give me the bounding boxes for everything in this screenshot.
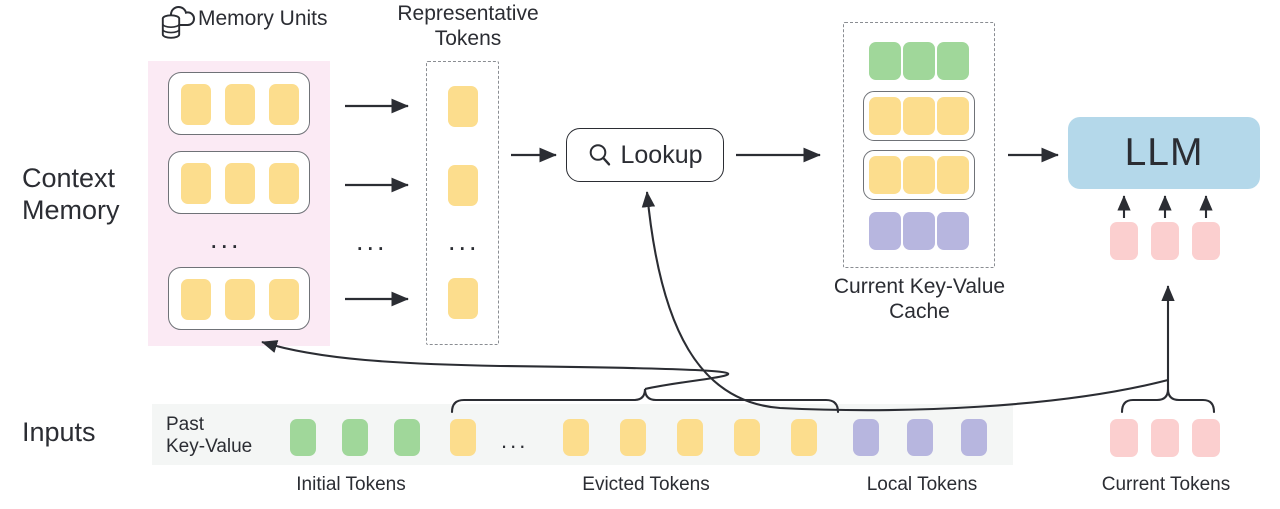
- lookup-label: Lookup: [620, 140, 703, 169]
- input-token-green: [342, 419, 368, 456]
- input-token-yellow: [791, 419, 817, 456]
- memory-token: [269, 84, 299, 125]
- input-token-purple: [961, 419, 987, 456]
- representative-token: [448, 86, 478, 127]
- group-label-current-tokens: Current Tokens: [1101, 474, 1231, 495]
- representative-tokens-heading: Representative Tokens: [397, 2, 539, 50]
- input-token-yellow: [677, 419, 703, 456]
- memory-unit[interactable]: [168, 267, 310, 330]
- group-label-initial-tokens: Initial Tokens: [296, 474, 406, 495]
- kv-token-green: [937, 42, 969, 80]
- search-icon: [587, 142, 613, 168]
- kv-token-yellow: [903, 156, 935, 194]
- kv-token-yellow: [937, 97, 969, 135]
- input-token-red: [1192, 419, 1220, 457]
- group-label-local-tokens: Local Tokens: [866, 474, 978, 495]
- kv-token-purple: [937, 212, 969, 250]
- cloud-database-icon: [158, 4, 200, 49]
- representative-tokens-ellipsis: ...: [448, 226, 480, 256]
- row-label-context-memory: Context Memory: [22, 163, 120, 225]
- memory-token: [269, 163, 299, 204]
- input-token-yellow: [620, 419, 646, 456]
- memory-unit[interactable]: [168, 151, 310, 214]
- kv-token-purple: [903, 212, 935, 250]
- input-token-purple: [907, 419, 933, 456]
- arrow-evicted-to-context-memory: [261, 340, 730, 391]
- representative-token: [448, 278, 478, 319]
- memory-units-heading: Memory Units: [198, 7, 328, 30]
- kv-token-yellow: [869, 97, 901, 135]
- arrow-memory-to-representative: [345, 98, 409, 307]
- input-token-green: [394, 419, 420, 456]
- brace-current-tokens: [1120, 388, 1216, 414]
- kv-token-yellow: [869, 156, 901, 194]
- memory-token: [225, 279, 255, 320]
- llm-label: LLM: [1124, 131, 1204, 174]
- memory-token: [225, 84, 255, 125]
- input-token-red: [1110, 419, 1138, 457]
- memory-unit[interactable]: [168, 72, 310, 135]
- llm-box[interactable]: LLM: [1068, 117, 1260, 189]
- memory-token: [181, 84, 211, 125]
- current-token-top: [1110, 222, 1138, 260]
- input-token-purple: [853, 419, 879, 456]
- kv-cache-caption: Current Key-Value Cache: [833, 275, 1006, 323]
- memory-token: [181, 279, 211, 320]
- past-key-value-label: Past Key-Value: [166, 414, 253, 458]
- kv-token-yellow: [903, 97, 935, 135]
- memory-token: [225, 163, 255, 204]
- row-label-inputs: Inputs: [22, 417, 96, 447]
- group-label-evicted-tokens: Evicted Tokens: [582, 474, 710, 495]
- memory-token: [269, 279, 299, 320]
- input-token-green: [290, 419, 316, 456]
- input-token-red: [1151, 419, 1179, 457]
- current-token-top: [1151, 222, 1179, 260]
- inputs-ellipsis: ...: [501, 428, 529, 453]
- memory-units-ellipsis: ...: [210, 224, 242, 254]
- representative-token: [448, 165, 478, 206]
- input-token-yellow: [734, 419, 760, 456]
- input-token-yellow: [563, 419, 589, 456]
- context-memory-panel: ...: [148, 61, 330, 346]
- current-token-top: [1192, 222, 1220, 260]
- input-token-yellow: [450, 419, 476, 456]
- kv-token-green: [903, 42, 935, 80]
- lookup-button[interactable]: Lookup: [566, 128, 724, 182]
- arrow-current-tokens-to-llm: [1117, 195, 1213, 218]
- kv-token-yellow: [937, 156, 969, 194]
- memory-arrow-ellipsis: ...: [356, 226, 388, 256]
- kv-token-green: [869, 42, 901, 80]
- memory-token: [181, 163, 211, 204]
- kv-token-purple: [869, 212, 901, 250]
